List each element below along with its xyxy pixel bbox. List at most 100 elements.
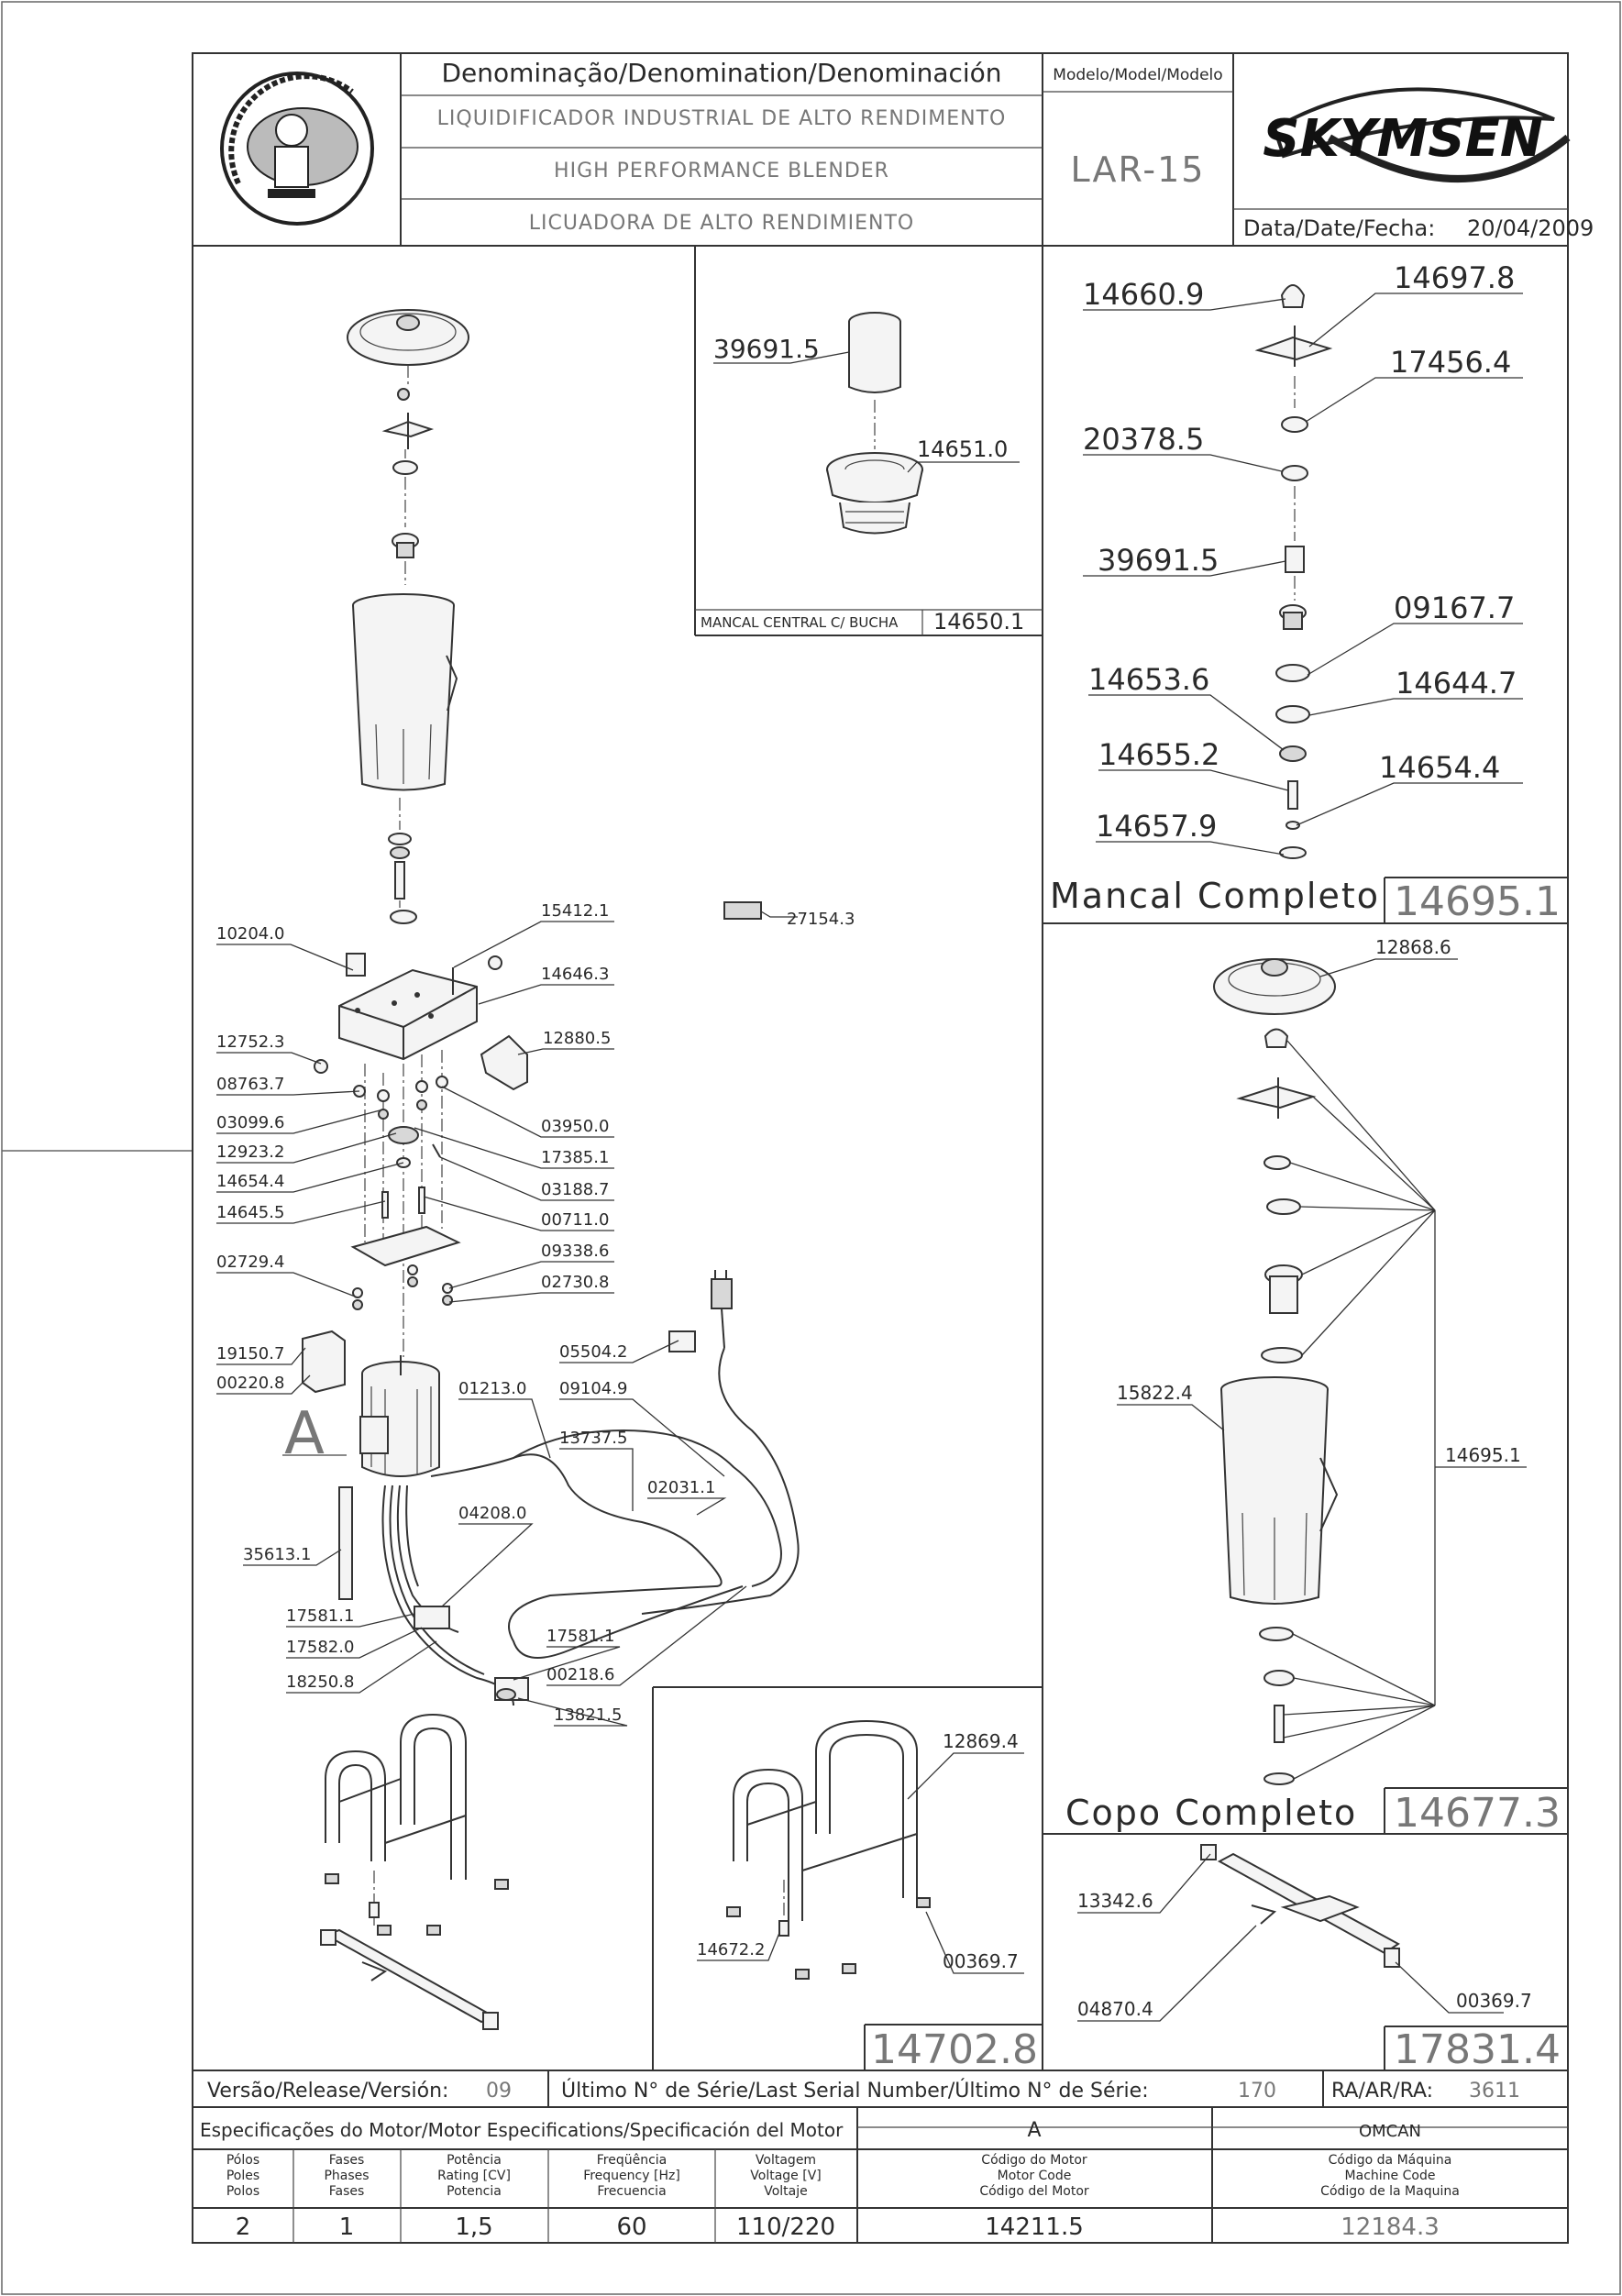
copo-completo-code: 14677.3	[1394, 1790, 1561, 1837]
main-part-labels: 10204.0 15412.1 14646.3 12752.3 12880.5 …	[216, 901, 855, 1725]
part-label: 12880.5	[543, 1029, 611, 1048]
model-value: LAR-15	[1071, 149, 1206, 190]
spec-header: Phases	[324, 2169, 369, 2183]
frame-14702-label: 12869.4	[943, 1730, 1019, 1752]
mancal-completo-label: 14697.8	[1394, 260, 1515, 295]
mancal-completo-label: 39691.5	[1098, 543, 1219, 578]
spec-header: Machine Code	[1345, 2169, 1436, 2183]
product-name-pt: LIQUIDIFICADOR INDUSTRIAL DE ALTO RENDIM…	[437, 107, 1007, 130]
part-label: 12923.2	[216, 1142, 284, 1162]
part-label: 02730.8	[541, 1273, 609, 1292]
frame-panel	[697, 1719, 1043, 2070]
mancal-central-caption: MANCAL CENTRAL C/ BUCHA	[701, 614, 899, 631]
frame-14702-code: 14702.8	[871, 2026, 1038, 2073]
spec-header: Pólos	[226, 2153, 259, 2168]
spec-header: Motor Code	[998, 2169, 1072, 2183]
version-value: 09	[486, 2080, 512, 2103]
spec-header: Voltage [V]	[750, 2169, 821, 2183]
part-label: 12752.3	[216, 1032, 284, 1052]
copo-completo-label: 14695.1	[1445, 1444, 1521, 1466]
brand-logo: SKYMSEN	[1263, 87, 1571, 182]
serial-value: 170	[1238, 2080, 1276, 2103]
machine-brand: OMCAN	[1359, 2122, 1421, 2141]
ra-label: RA/AR/RA:	[1331, 2080, 1433, 2103]
frame-14702-label: 00369.7	[943, 1950, 1019, 1972]
main-exploded-view: A	[282, 309, 800, 2030]
date-label: Data/Date/Fecha:	[1243, 215, 1435, 241]
copo-completo-label: 15822.4	[1117, 1382, 1193, 1404]
frame-17831-label: 13342.6	[1077, 1890, 1153, 1912]
part-label: 18250.8	[286, 1672, 354, 1692]
part-label: 00220.8	[216, 1374, 284, 1393]
part-label: 10204.0	[216, 924, 284, 944]
mancal-completo-panel	[1083, 284, 1568, 923]
mancal-completo-label: 17456.4	[1390, 345, 1511, 380]
part-label: 02729.4	[216, 1253, 284, 1272]
copo-completo-label: 12868.6	[1375, 936, 1451, 958]
mancal-completo-labels: 14660.9 14697.8 17456.4 20378.5 39691.5 …	[1083, 260, 1517, 844]
product-name-es: LICUADORA DE ALTO RENDIMIENTO	[529, 212, 914, 235]
copo-completo-panel	[1117, 958, 1568, 1834]
spec-header: Código do Motor	[981, 2153, 1087, 2168]
mancal-completo-code: 14695.1	[1394, 878, 1561, 925]
brand-name: SKYMSEN	[1263, 109, 1542, 169]
part-label: 17385.1	[541, 1148, 609, 1167]
mancal-central-label: 39691.5	[713, 334, 820, 364]
spec-header: Frequency [Hz]	[583, 2169, 680, 2183]
spec-header: Potência	[447, 2153, 502, 2168]
part-label: 03950.0	[541, 1117, 609, 1136]
detail-a-letter: A	[284, 1400, 325, 1468]
spec-header: Fases	[329, 2153, 365, 2168]
part-label: 05504.2	[559, 1342, 627, 1362]
part-label: 17581.1	[286, 1606, 354, 1626]
part-label: 15412.1	[541, 901, 609, 921]
part-label: 04208.0	[458, 1504, 526, 1523]
spec-header: Potencia	[447, 2184, 502, 2199]
part-label: 14654.4	[216, 1172, 284, 1191]
spec-value: 2	[236, 2213, 251, 2241]
part-label: 14646.3	[541, 965, 609, 984]
part-label: 13737.5	[559, 1429, 627, 1448]
mancal-completo-label: 14657.9	[1096, 809, 1217, 844]
spec-header: Polos	[226, 2184, 259, 2199]
mancal-completo-label: 14654.4	[1379, 750, 1500, 785]
part-label: 35613.1	[243, 1545, 311, 1564]
approval-seal	[220, 72, 374, 226]
spec-header: Código da Máquina	[1329, 2153, 1452, 2168]
part-label: 08763.7	[216, 1075, 284, 1094]
part-label: 03099.6	[216, 1113, 284, 1132]
spec-header: Voltagem	[756, 2153, 816, 2168]
denomination-label: Denominação/Denomination/Denominación	[441, 58, 1001, 88]
mancal-completo-label: 14655.2	[1098, 737, 1219, 772]
mancal-completo-label: 20378.5	[1083, 422, 1204, 457]
spec-value: 1,5	[455, 2213, 492, 2241]
spec-value: 1	[339, 2213, 355, 2241]
mancal-completo-caption: Mancal Completo	[1050, 876, 1380, 916]
date-value: 20/04/2009	[1467, 215, 1594, 241]
copo-completo-caption: Copo Completo	[1065, 1793, 1357, 1833]
spec-header: Rating [CV]	[437, 2169, 511, 2183]
mancal-central-code: 14650.1	[933, 609, 1024, 635]
frame-17831-code: 17831.4	[1394, 2026, 1561, 2073]
ra-value: 3611	[1469, 2080, 1520, 2103]
spec-table-values: 2 1 1,5 60 110/220 14211.5 12184.3	[236, 2213, 1440, 2241]
spec-header: Poles	[226, 2169, 259, 2183]
part-label: 17581.1	[546, 1627, 614, 1646]
part-label: 03188.7	[541, 1180, 609, 1199]
part-label: 19150.7	[216, 1344, 284, 1363]
serial-label: Último N° de Série/Last Serial Number/Úl…	[561, 2079, 1149, 2103]
frame-17831-label: 00369.7	[1456, 1990, 1532, 2012]
part-label: 17582.0	[286, 1638, 354, 1657]
spec-header: Código del Motor	[979, 2184, 1089, 2199]
motor-spec-title: Especificações do Motor/Motor Especifica…	[200, 2119, 844, 2141]
base-bar-panel	[1077, 1844, 1568, 2070]
part-label: 01213.0	[458, 1379, 526, 1398]
mancal-completo-label: 09167.7	[1394, 591, 1515, 625]
part-label: 14645.5	[216, 1203, 284, 1222]
part-label: 27154.3	[787, 910, 855, 929]
spec-value: 14211.5	[985, 2213, 1084, 2241]
part-label: 09338.6	[541, 1242, 609, 1261]
spec-value: 110/220	[736, 2213, 835, 2241]
